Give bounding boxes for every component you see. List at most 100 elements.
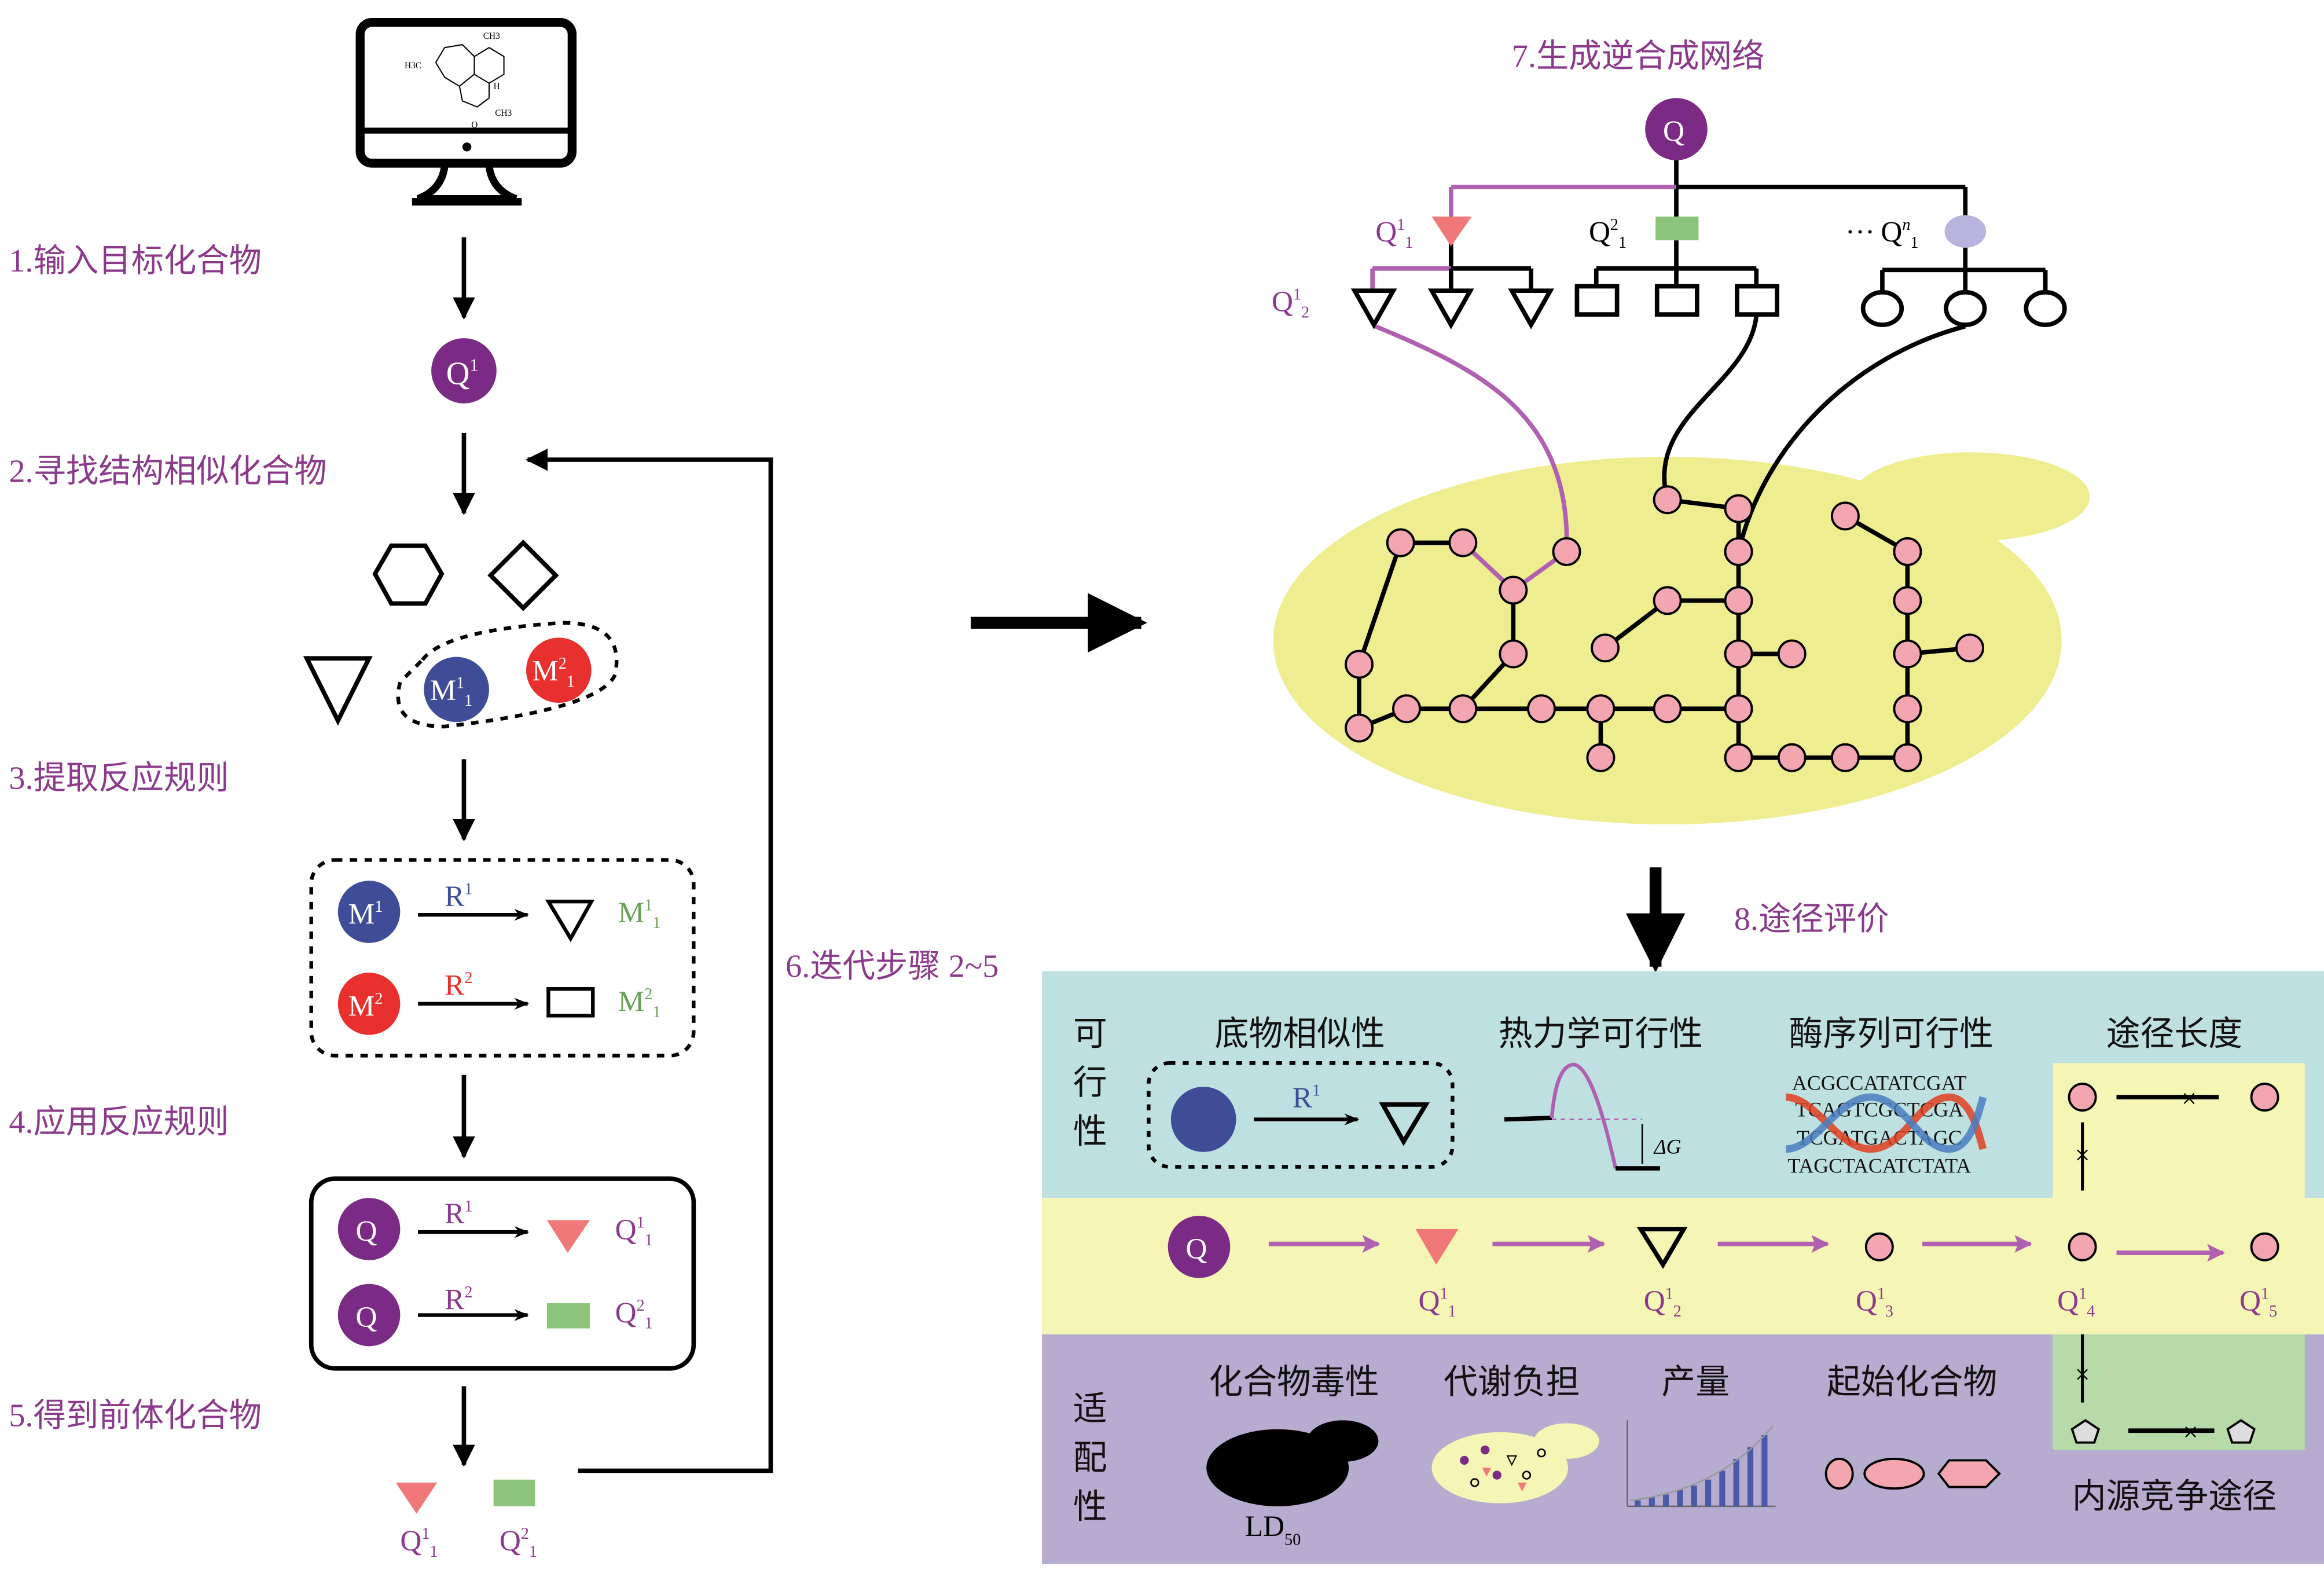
network-node xyxy=(1499,575,1528,605)
svg-text:M21: M21 xyxy=(532,655,575,691)
dna-sequence-icon: ACGCCATATCGAT TCAGTCGCTCGA TCGATGACTAGC … xyxy=(1785,1071,1987,1178)
header-substrate-similarity: 底物相似性 xyxy=(1214,1015,1385,1053)
q21-green-rect xyxy=(1655,217,1699,241)
molecule-label-ch3-top: CH3 xyxy=(483,31,500,41)
svg-text:ACGCCATATCGAT: ACGCCATATCGAT xyxy=(1792,1071,1967,1094)
svg-text:M21: M21 xyxy=(618,985,661,1021)
svg-text:Q12: Q12 xyxy=(1644,1285,1681,1321)
svg-text:×: × xyxy=(2183,1417,2198,1447)
network-node xyxy=(1893,586,1922,615)
network-root-q: Q xyxy=(1645,98,1708,160)
yield-trend-curve xyxy=(1630,1425,1774,1501)
yield-bar xyxy=(1677,1490,1683,1506)
network-node xyxy=(1777,639,1807,669)
rule-row-1: M1 R1 M11 xyxy=(337,880,661,943)
header-pathway-length: 途径长度 xyxy=(2106,1015,2243,1053)
molecule-label-h: H xyxy=(494,82,500,91)
header-compound-toxicity: 化合物毒性 xyxy=(1209,1363,1379,1401)
yield-bar-icon xyxy=(1627,1420,1776,1508)
svg-text:×: × xyxy=(2075,1359,2090,1389)
iteration-feedback-arrow xyxy=(525,448,773,1473)
svg-text:Q14: Q14 xyxy=(2057,1285,2095,1321)
network-q21-label: Q21 xyxy=(1589,216,1627,252)
monitor-icon: CH3 H3C CH3 O H xyxy=(355,18,577,206)
diamond-compound xyxy=(487,540,559,611)
reaction-rules-box xyxy=(309,858,696,1058)
svg-text:M11: M11 xyxy=(618,896,661,932)
network-node xyxy=(1830,501,1860,531)
svg-text:R2: R2 xyxy=(445,969,472,1002)
molecule-label-ch3-bottom: CH3 xyxy=(495,108,512,118)
network-node xyxy=(1893,639,1922,669)
network-node xyxy=(1653,485,1682,515)
network-node xyxy=(1527,694,1556,724)
network-node xyxy=(1586,694,1616,724)
molecule-structure xyxy=(435,44,505,108)
svg-text:R2: R2 xyxy=(445,1283,472,1316)
yield-bar xyxy=(1733,1458,1739,1506)
svg-text:R1: R1 xyxy=(445,880,472,913)
svg-text:R1: R1 xyxy=(445,1197,472,1230)
step-7-label: 7.生成逆合成网络 xyxy=(1512,39,1765,75)
network-node xyxy=(1724,743,1753,772)
svg-text:Q: Q xyxy=(1185,1233,1207,1266)
metabolic-network xyxy=(1345,485,1984,772)
svg-text:ΔG: ΔG xyxy=(1653,1135,1681,1158)
network-node xyxy=(1586,743,1616,772)
m11-node: M11 xyxy=(424,657,489,723)
svg-text:M11: M11 xyxy=(430,674,473,710)
network-node xyxy=(1777,743,1807,772)
yield-bar xyxy=(1747,1447,1754,1506)
label-competing-pathway: 内源竞争途径 xyxy=(2072,1477,2277,1515)
m21-node: M21 xyxy=(526,637,592,703)
molecule-label-h3c: H3C xyxy=(405,61,421,71)
network-node xyxy=(1591,633,1620,663)
network-node xyxy=(1830,743,1860,772)
svg-text:Q11: Q11 xyxy=(400,1525,438,1561)
step-8-label: 8.途径评价 xyxy=(1734,901,1889,937)
network-node xyxy=(1392,694,1421,724)
substrate-similarity-icon: R1 xyxy=(1147,1061,1455,1169)
svg-text:可: 可 xyxy=(1073,1015,1107,1053)
network-node xyxy=(1893,537,1922,566)
svg-text:Q21: Q21 xyxy=(500,1525,537,1561)
svg-text:Q: Q xyxy=(356,1301,377,1334)
svg-text:Q21: Q21 xyxy=(615,1296,653,1332)
network-node xyxy=(1724,586,1753,615)
svg-text:性: 性 xyxy=(1073,1113,1107,1151)
network-node xyxy=(1345,650,1374,679)
svg-text:配: 配 xyxy=(1073,1439,1107,1477)
network-node xyxy=(1724,537,1753,566)
svg-text:Q13: Q13 xyxy=(1856,1285,1893,1321)
svg-text:M2: M2 xyxy=(348,989,383,1022)
triangle-compound xyxy=(303,656,373,726)
step-1-label: 1.输入目标化合物 xyxy=(9,243,262,279)
svg-text:M1: M1 xyxy=(348,898,383,931)
network-node xyxy=(1724,639,1753,669)
yield-bar xyxy=(1649,1497,1655,1506)
yield-bar xyxy=(1761,1435,1768,1506)
step-6-label: 6.迭代步骤 2~5 xyxy=(785,949,998,985)
step-2-label: 2.寻找结构相似化合物 xyxy=(9,453,326,489)
network-edge xyxy=(1357,542,1403,665)
starting-compounds-icon xyxy=(1824,1458,2001,1490)
pathway-row: Q × xyxy=(1167,1215,2279,1403)
network-node xyxy=(1448,528,1478,558)
step-3-label: 3.提取反应规则 xyxy=(9,761,229,797)
svg-text:Q15: Q15 xyxy=(2239,1285,2277,1321)
network-node xyxy=(1386,528,1415,558)
step-4-label: 4.应用反应规则 xyxy=(9,1105,229,1140)
rule-row-2: M2 R2 M21 xyxy=(337,969,661,1035)
header-starting-compound: 起始化合物 xyxy=(1827,1363,1997,1401)
network-qn1-label: ···Qn1 xyxy=(1845,216,1919,252)
yield-bar xyxy=(1705,1479,1712,1506)
qn1-lavender-ellipse xyxy=(1944,215,1987,248)
svg-text:LD50: LD50 xyxy=(1245,1510,1301,1549)
svg-text:Q1: Q1 xyxy=(446,355,479,391)
energy-profile-icon: ΔG xyxy=(1504,1062,1681,1171)
svg-text:Q: Q xyxy=(356,1215,377,1248)
apply-row-2: Q R2 Q21 xyxy=(337,1283,653,1347)
svg-text:性: 性 xyxy=(1073,1488,1107,1525)
network-node xyxy=(1893,743,1922,772)
